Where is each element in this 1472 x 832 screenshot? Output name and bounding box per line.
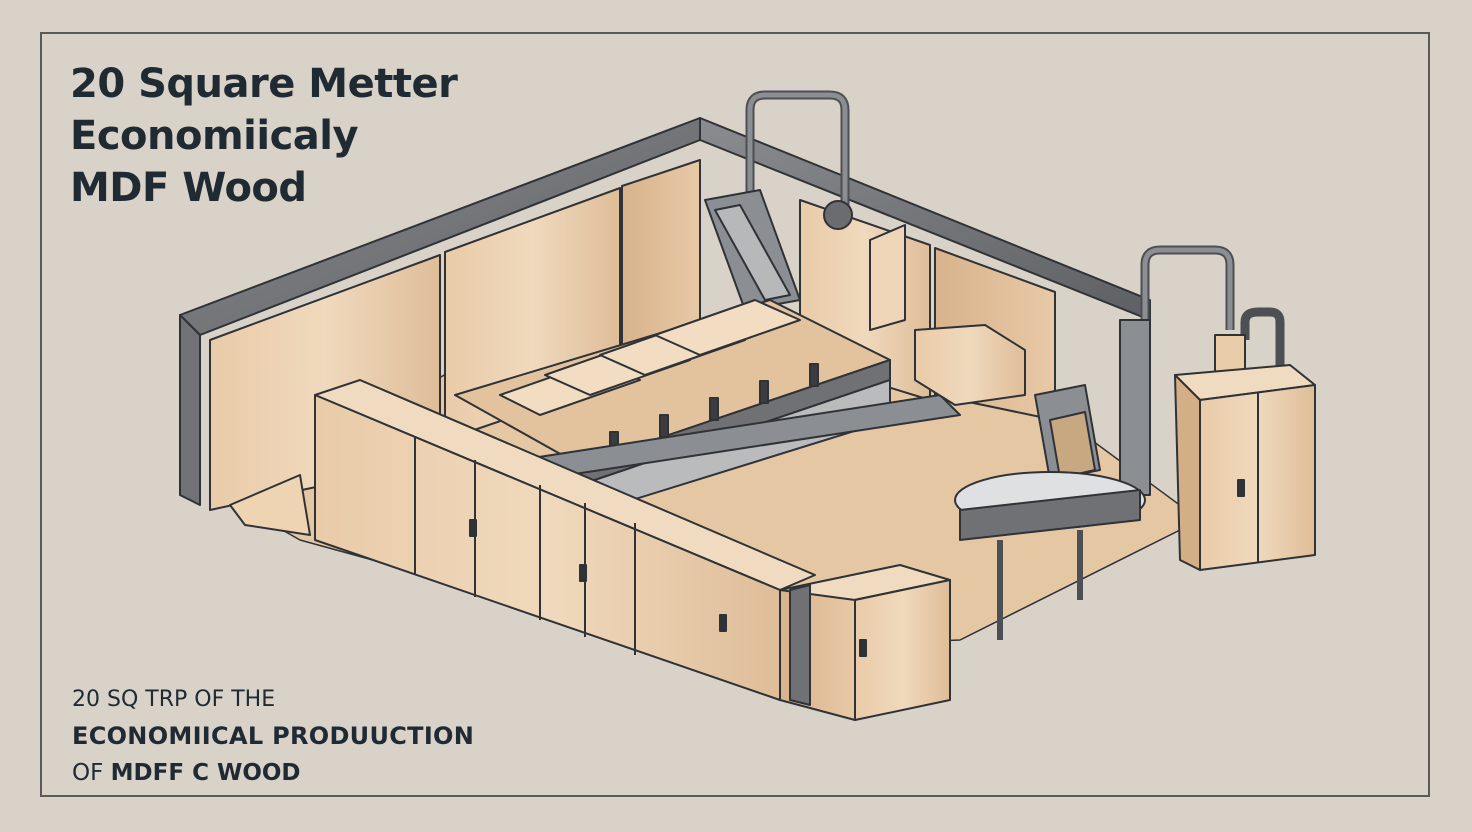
title-line-3: MDF Wood (70, 165, 307, 211)
spindle-motor-left (823, 200, 853, 230)
base-frame (789, 584, 811, 706)
cabinet-handle (719, 614, 727, 632)
border-frame (40, 32, 1430, 797)
clamp (809, 363, 819, 387)
caption-line-1: 20 SQ TRP OF THE (72, 687, 276, 712)
clamp (709, 397, 719, 421)
caption-line-3: OF MDFF C WOOD (72, 756, 474, 790)
cabinet-handle (1237, 479, 1245, 497)
floor-plank (229, 474, 311, 536)
left-post (179, 314, 201, 506)
clamp (659, 414, 669, 438)
stacked-board (914, 324, 1026, 406)
caption-line-2: ECONOMIICAL PRODUUCTION (72, 722, 475, 750)
dust-pipe (1240, 307, 1285, 375)
caption: 20 SQ TRP OF THE ECONOMIICAL PRODUUCTION… (72, 684, 474, 790)
title-line-2: Economiicaly (70, 113, 359, 159)
page-title: 20 Square Metter Economiicaly MDF Wood (70, 58, 458, 214)
right-column (1119, 319, 1151, 496)
title-line-1: 20 Square Metter (70, 61, 458, 107)
clamp (759, 380, 769, 404)
cabinet-handle (859, 639, 867, 657)
cabinet-handle (579, 564, 587, 582)
right-cabinet-side (1174, 374, 1201, 571)
router-table-frame (959, 489, 1141, 541)
corner-cabinet-front (854, 579, 951, 721)
caption-line-3-prefix: OF (72, 760, 111, 786)
caption-line-3-bold: MDFF C WOOD (110, 760, 301, 786)
cabinet-handle (469, 519, 477, 537)
bed-panel-4 (654, 299, 801, 356)
loose-board (869, 224, 906, 331)
